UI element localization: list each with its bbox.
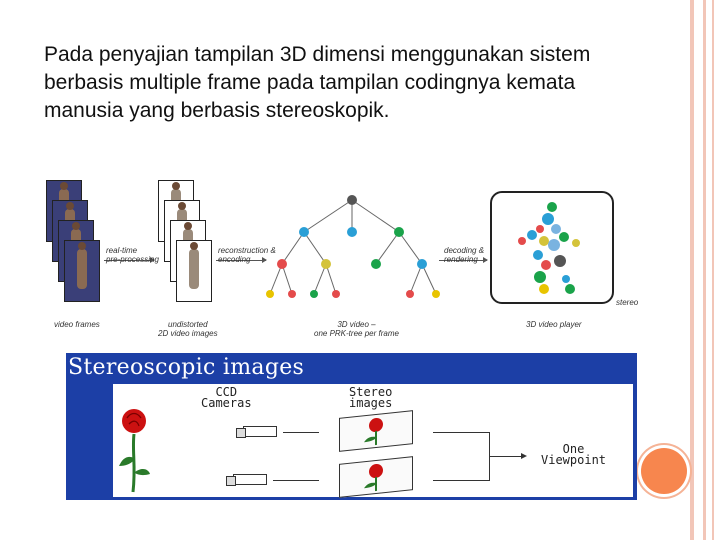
rose-thumbnail <box>340 411 412 451</box>
stereo-image-bottom <box>339 456 413 498</box>
label-stereo: stereo <box>616 298 638 307</box>
camera-bottom <box>233 474 267 485</box>
connector-line <box>433 432 489 433</box>
slide-border-stripe <box>712 0 714 540</box>
connector-line <box>273 480 319 481</box>
stereoscopic-panel: CCD Cameras Stereo images <box>113 384 633 497</box>
video-image <box>176 240 212 302</box>
video-frame <box>64 240 100 302</box>
slide-border-stripe <box>703 0 706 540</box>
player-display <box>490 191 614 304</box>
connector-line <box>489 456 525 457</box>
accent-circle <box>641 448 687 494</box>
label-one-viewpoint: One Viewpoint <box>541 444 606 466</box>
figure-title: Stereoscopic images <box>68 355 304 380</box>
connector-line <box>433 480 489 481</box>
label-player: 3D video player <box>526 320 582 329</box>
prk-tree-diagram <box>264 192 444 302</box>
label-ccd-cameras: CCD Cameras <box>201 387 252 409</box>
label-decoding: decoding & rendering <box>444 246 484 264</box>
connector-line <box>283 432 319 433</box>
label-stereo-images: Stereo images <box>349 387 392 409</box>
pipeline-figure: real-time pre-processing reconstruction … <box>44 178 639 348</box>
slide-border-stripe <box>690 0 694 540</box>
rose-thumbnail <box>340 457 412 497</box>
point-cloud-figure <box>492 193 612 302</box>
stereo-image-top <box>339 410 413 452</box>
label-undistorted: undistorted 2D video images <box>158 320 218 338</box>
body-paragraph: Pada penyajian tampilan 3D dimensi mengg… <box>44 41 634 125</box>
stereoscopic-figure: Stereoscopic images CCD Cameras Stereo i… <box>66 353 637 500</box>
rose-image <box>117 406 151 494</box>
arrow-head <box>521 453 527 459</box>
camera-top <box>243 426 277 437</box>
label-video-frames: video frames <box>54 320 100 329</box>
label-preprocessing: real-time pre-processing <box>106 246 159 264</box>
label-3d-video: 3D video – one PRK-tree per frame <box>314 320 399 338</box>
